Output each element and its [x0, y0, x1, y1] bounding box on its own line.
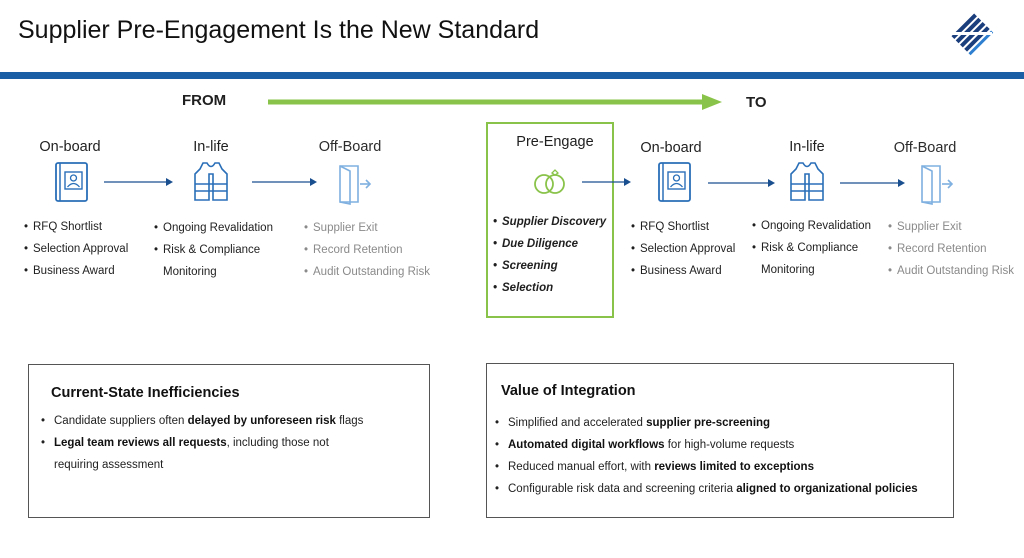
pre-engage-list: Supplier Discovery Due Diligence Screeni… — [493, 211, 606, 299]
list-item: Supplier Discovery — [493, 211, 606, 233]
exit-door-icon — [339, 165, 372, 205]
list-item: Configurable risk data and screening cri… — [495, 478, 918, 500]
list-item: RFQ Shortlist — [631, 216, 735, 238]
list-item: Legal team reviews all requests, includi… — [41, 432, 363, 454]
text-run: Candidate suppliers often — [54, 415, 188, 427]
text-run-bold: supplier pre-screening — [646, 417, 771, 429]
list-item: Ongoing Revalidation — [752, 215, 871, 237]
id-book-icon — [55, 162, 88, 202]
pre-engage-title: Pre-Engage — [516, 134, 594, 150]
text-run: Simplified and accelerated — [508, 417, 647, 429]
current-state-list: Candidate suppliers often delayed by unf… — [41, 410, 363, 476]
list-item: RFQ Shortlist — [24, 216, 128, 238]
life-vest-icon — [194, 162, 228, 201]
from-label: FROM — [182, 92, 227, 109]
list-item-continuation: Monitoring — [163, 266, 217, 278]
list-item: Record Retention — [888, 238, 1014, 260]
id-book-icon — [658, 162, 691, 202]
list-item: Due Diligence — [493, 233, 606, 255]
list-item: Risk & Compliance — [752, 237, 871, 259]
list-item: Supplier Exit — [304, 217, 430, 239]
list-item: Selection Approval — [24, 238, 128, 260]
current-state-title: Current-State Inefficiencies — [51, 385, 240, 401]
current-state-panel: Current-State Inefficiencies Candidate s… — [28, 364, 430, 518]
text-run: Reduced manual effort, with — [508, 461, 655, 473]
page-title: Supplier Pre-Engagement Is the New Stand… — [18, 16, 540, 44]
text-run-bold: aligned to organizational policies — [736, 483, 918, 495]
to-label: TO — [746, 94, 767, 111]
company-logo-icon — [951, 13, 994, 56]
value-panel: Value of Integration Simplified and acce… — [486, 363, 954, 518]
list-item: Record Retention — [304, 239, 430, 261]
flow-arrow — [840, 179, 905, 187]
to-inlife-title: In-life — [789, 139, 825, 155]
list-item: Supplier Exit — [888, 216, 1014, 238]
rings-icon — [534, 169, 565, 194]
to-onboard-list: RFQ Shortlist Selection Approval Busines… — [631, 216, 735, 282]
text-run-bold: Automated digital workflows — [508, 439, 665, 451]
life-vest-icon — [790, 162, 824, 201]
to-offboard-title: Off-Board — [893, 140, 957, 156]
value-title: Value of Integration — [501, 383, 636, 399]
from-inlife-list: Ongoing Revalidation Risk & Compliance M… — [154, 217, 273, 283]
list-item: Business Award — [24, 260, 128, 282]
to-inlife-list: Ongoing Revalidation Risk & Compliance M… — [752, 215, 871, 281]
from-offboard-title: Off-Board — [318, 139, 382, 155]
list-item: Reduced manual effort, with reviews limi… — [495, 456, 918, 478]
text-run: , including those not — [226, 437, 329, 449]
to-offboard-list: Supplier Exit Record Retention Audit Out… — [888, 216, 1014, 282]
from-onboard-list: RFQ Shortlist Selection Approval Busines… — [24, 216, 128, 282]
list-item: Selection — [493, 277, 606, 299]
list-item: Audit Outstanding Risk — [888, 260, 1014, 282]
pre-engage-highlight-box — [486, 122, 614, 318]
list-item: Monitoring — [154, 261, 273, 283]
list-item: Candidate suppliers often delayed by unf… — [41, 410, 363, 432]
header-divider-bar — [0, 72, 1024, 79]
flow-arrow — [708, 179, 775, 187]
text-run: Configurable risk data and screening cri… — [508, 483, 737, 495]
flow-arrow — [582, 178, 631, 186]
from-to-arrow — [268, 94, 722, 110]
list-item: Ongoing Revalidation — [154, 217, 273, 239]
from-offboard-list: Supplier Exit Record Retention Audit Out… — [304, 217, 430, 283]
list-item-continuation: requiring assessment — [41, 454, 363, 476]
list-item: Screening — [493, 255, 606, 277]
list-item: Monitoring — [752, 259, 871, 281]
flow-arrow — [252, 178, 317, 186]
text-run: requiring assessment — [54, 459, 164, 471]
text-run: for high-volume requests — [664, 439, 795, 451]
to-onboard-title: On-board — [640, 140, 702, 156]
list-item: Audit Outstanding Risk — [304, 261, 430, 283]
list-item: Automated digital workflows for high-vol… — [495, 434, 918, 456]
from-inlife-title: In-life — [193, 139, 229, 155]
text-run-bold: delayed by unforeseen risk — [187, 415, 336, 427]
list-item: Simplified and accelerated supplier pre-… — [495, 412, 918, 434]
exit-door-icon — [921, 165, 954, 205]
from-onboard-title: On-board — [39, 139, 101, 155]
list-item-continuation: Monitoring — [761, 264, 815, 276]
flow-arrow — [104, 178, 173, 186]
list-item: Risk & Compliance — [154, 239, 273, 261]
value-list: Simplified and accelerated supplier pre-… — [495, 412, 918, 500]
list-item: Selection Approval — [631, 238, 735, 260]
text-run-bold: Legal team reviews all requests — [54, 437, 227, 449]
text-run: flags — [335, 415, 364, 427]
text-run-bold: reviews limited to exceptions — [654, 461, 814, 473]
list-item: Business Award — [631, 260, 735, 282]
